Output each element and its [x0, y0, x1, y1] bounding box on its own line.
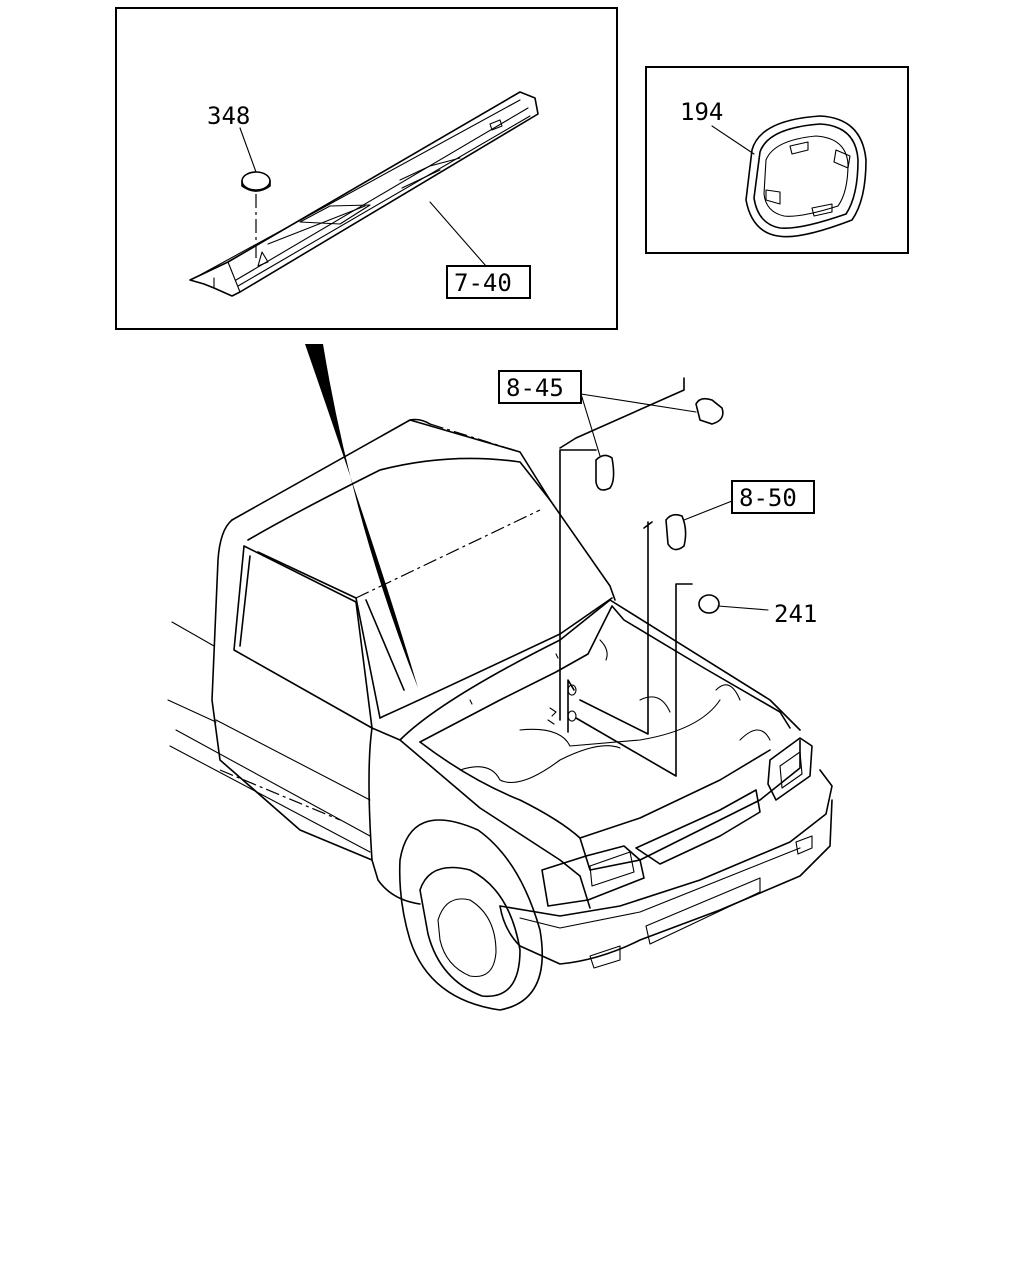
- plug-icon: [665, 513, 687, 551]
- callout-box-8-45: [498, 370, 582, 404]
- grommet-icon: [745, 115, 867, 238]
- plug-icon: [698, 594, 720, 614]
- callout-box-7-40: [446, 265, 531, 299]
- part-leaders: [547, 377, 693, 777]
- truck-illustration: [167, 418, 833, 1011]
- inset-cowl-panel: 348 7-40: [115, 7, 618, 330]
- leader-8-50: [683, 500, 733, 521]
- leader-241: [717, 605, 769, 611]
- plug-icon: [595, 454, 615, 491]
- leader-8-45-a: [580, 393, 697, 413]
- leader-8-45-b: [580, 393, 601, 457]
- inset-pointer-wedge: [305, 344, 418, 688]
- callout-group-241: 241: [698, 594, 817, 628]
- leader-348: [239, 127, 257, 173]
- callout-241: 241: [774, 600, 817, 628]
- plug-icon: [695, 397, 724, 425]
- inset-frame-right: [645, 66, 909, 254]
- callout-box-8-50: [731, 480, 815, 514]
- callout-8-45: 8-45: [506, 374, 564, 402]
- callout-194: 194: [680, 98, 723, 126]
- leader-194: [711, 125, 755, 155]
- callout-348: 348: [207, 102, 250, 130]
- leader-7-40: [429, 201, 487, 267]
- cowl-panel-part: [189, 91, 539, 297]
- callout-group-8-50: 8-50: [665, 480, 815, 551]
- inset-frame-left: [115, 7, 618, 330]
- callout-7-40: 7-40: [454, 269, 512, 297]
- callout-8-50: 8-50: [739, 484, 797, 512]
- plug-icon: [241, 171, 271, 192]
- callout-group-8-45: 8-45: [498, 370, 724, 491]
- inset-grommet: 194: [645, 66, 909, 254]
